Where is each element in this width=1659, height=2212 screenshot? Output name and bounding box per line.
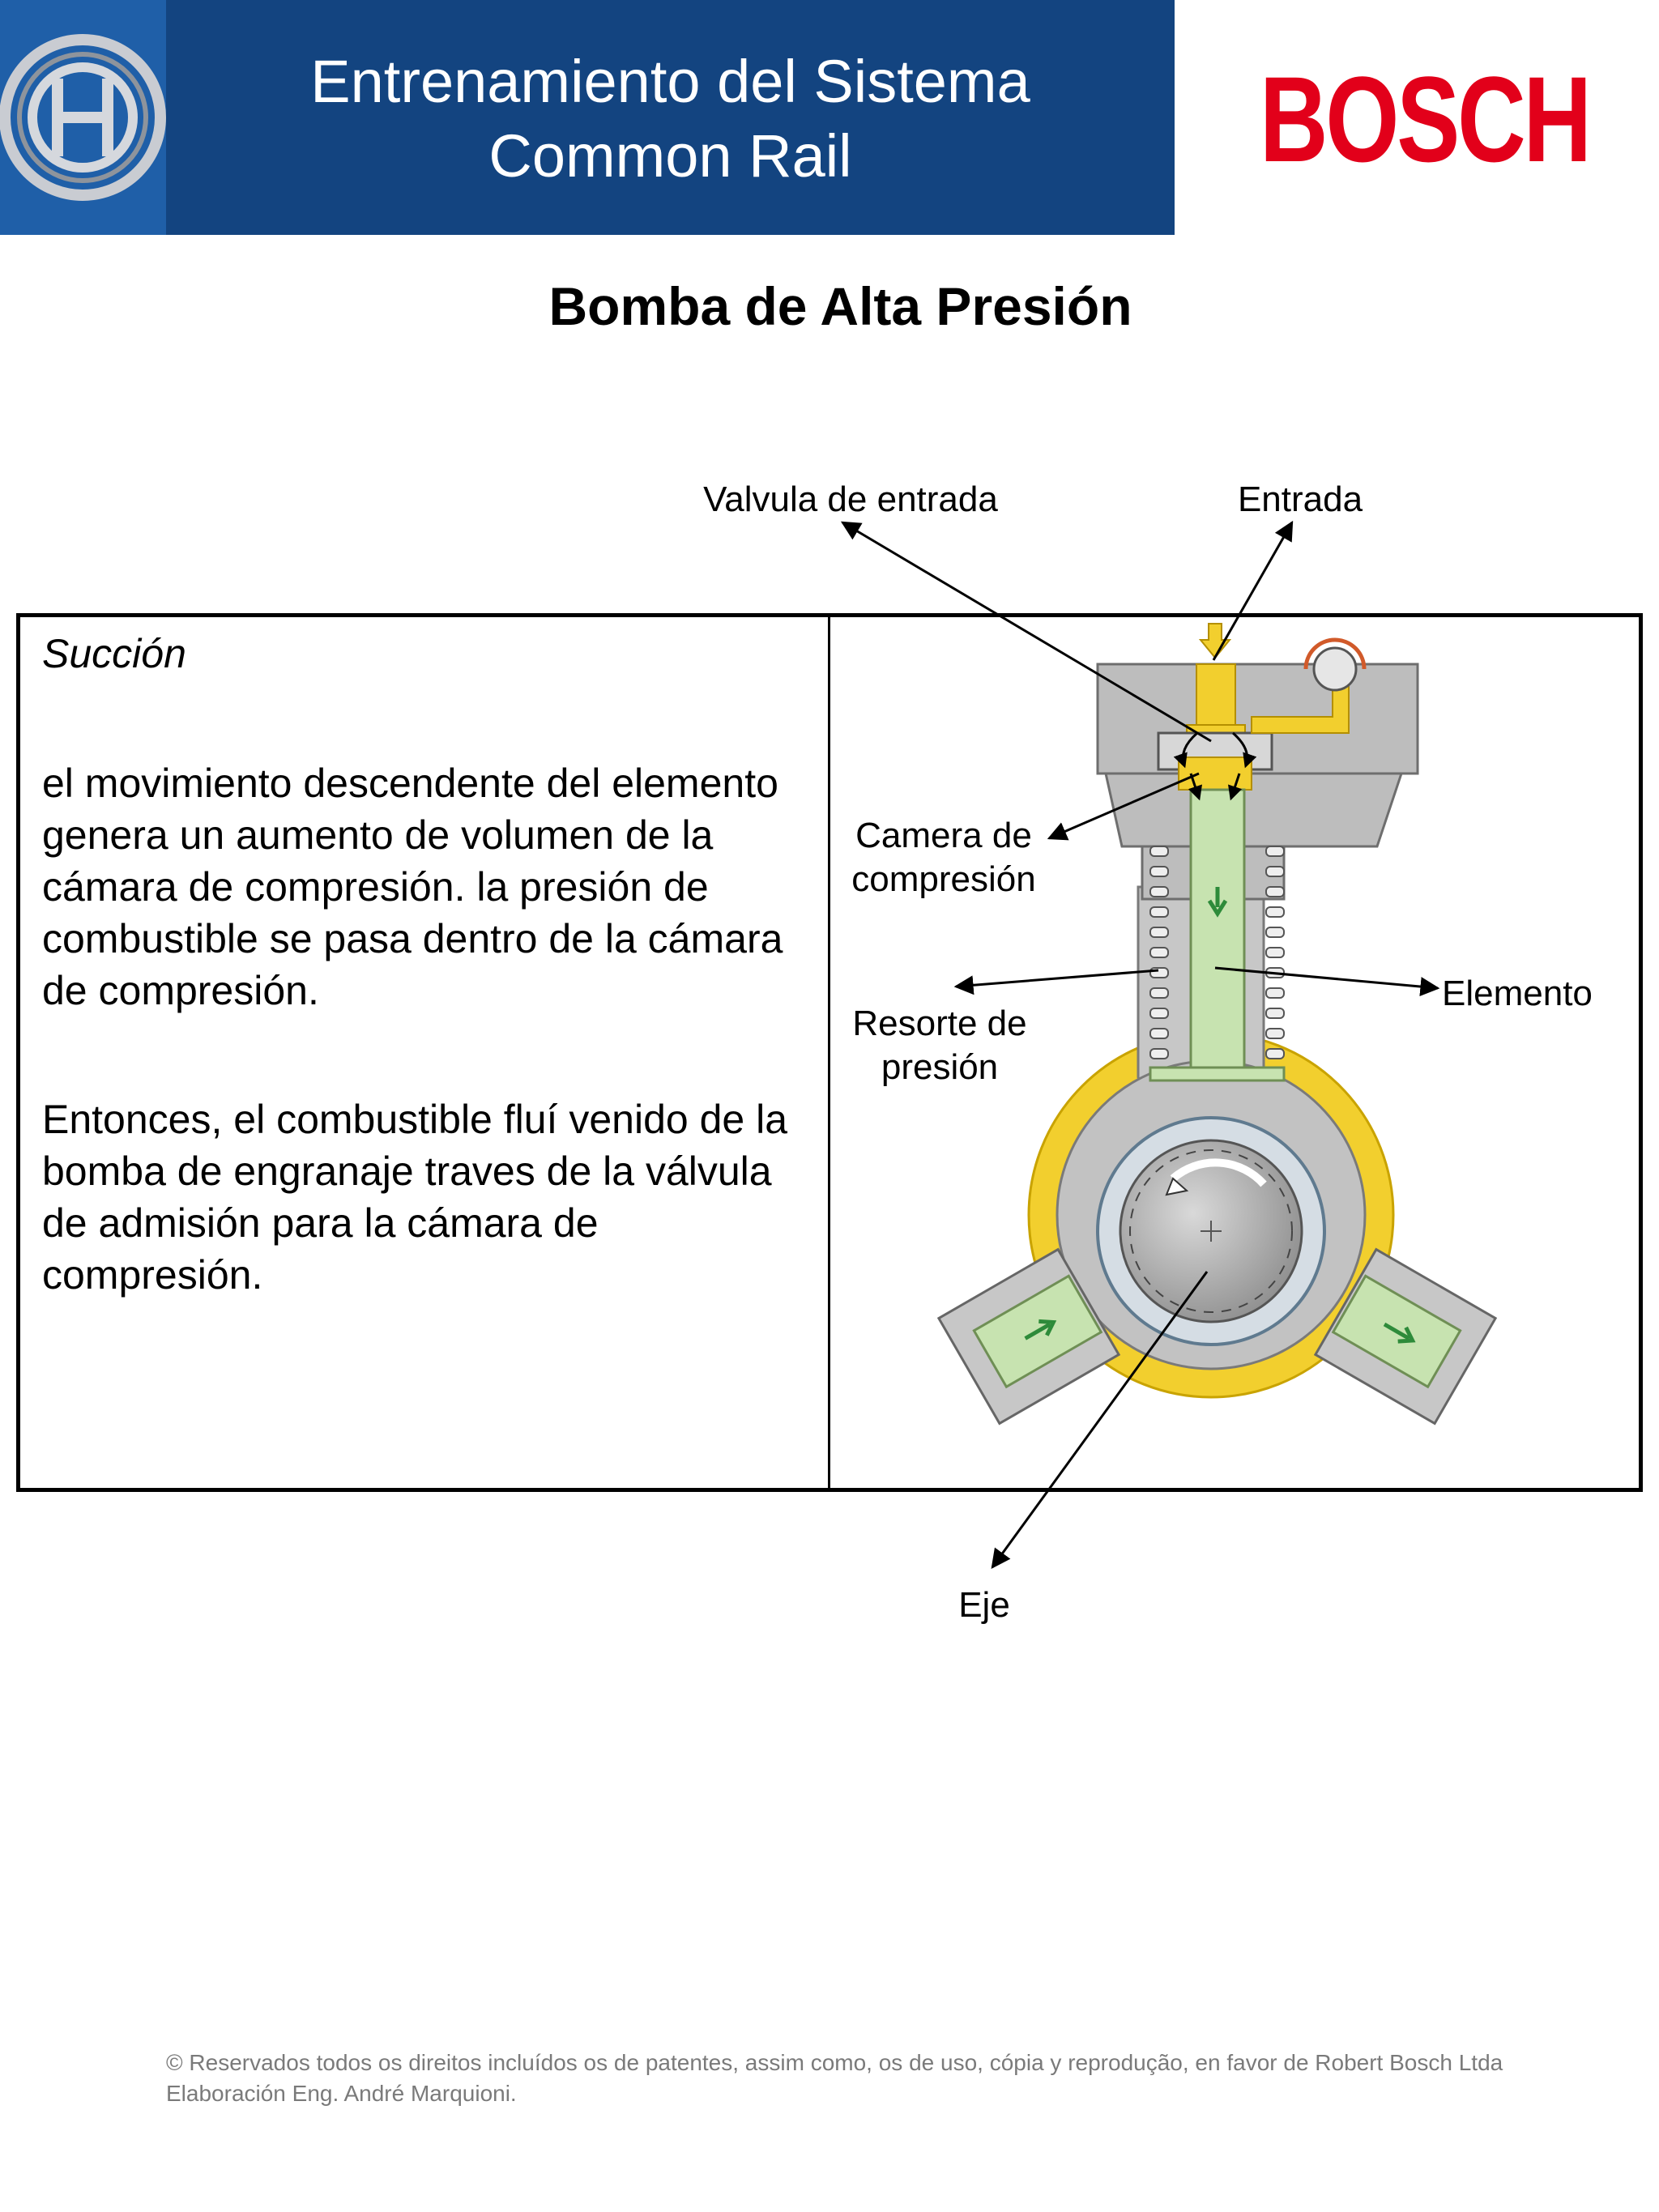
label-compression-chamber: Camera de compresión: [834, 814, 1053, 901]
label-inlet-valve: Valvula de entrada: [703, 479, 998, 519]
footer-copyright: © Reservados todos os direitos incluídos…: [166, 2050, 1503, 2106]
header-bar: Entrenamiento del Sistema Common Rail: [0, 0, 1175, 235]
right-plunger-unit: [1313, 1247, 1498, 1426]
bosch-logo: BOSCH: [1260, 51, 1592, 187]
label-element: Elemento: [1442, 974, 1593, 1013]
header-title: Entrenamiento del Sistema Common Rail: [166, 45, 1175, 194]
pressure-spring: [1149, 846, 1285, 1059]
page-title: Bomba de Alta Presión: [548, 276, 1132, 336]
eccentric-shaft: [1096, 1116, 1326, 1346]
armature-icon: [0, 34, 166, 201]
label-shaft: Eje: [958, 1585, 1010, 1625]
label-pressure-spring: Resorte de presión: [834, 1002, 1045, 1089]
label-pressure-spring-line1: Resorte de: [852, 1004, 1027, 1043]
left-plunger-unit: [936, 1247, 1121, 1426]
header-title-line1: Entrenamiento del Sistema: [310, 48, 1030, 115]
section-heading: Succión: [42, 631, 186, 676]
bosch-armature-emblem: [0, 0, 166, 235]
content-divider: [828, 613, 830, 1492]
inlet-flow-arrow: [1198, 623, 1232, 659]
paragraph-1: el movimiento descendente del elemento g…: [42, 761, 783, 1013]
label-inlet: Entrada: [1237, 479, 1363, 519]
label-pressure-spring-line2: presión: [881, 1047, 999, 1087]
label-compression-chamber-line2: compresión: [851, 859, 1036, 899]
leader-lines: [840, 520, 1440, 1569]
paragraph-2: Entonces, el combustible fluí venido de …: [42, 1097, 787, 1298]
header-title-line2: Common Rail: [488, 122, 852, 190]
label-compression-chamber-line1: Camera de: [855, 816, 1032, 855]
plunger-element: [1149, 788, 1286, 1082]
